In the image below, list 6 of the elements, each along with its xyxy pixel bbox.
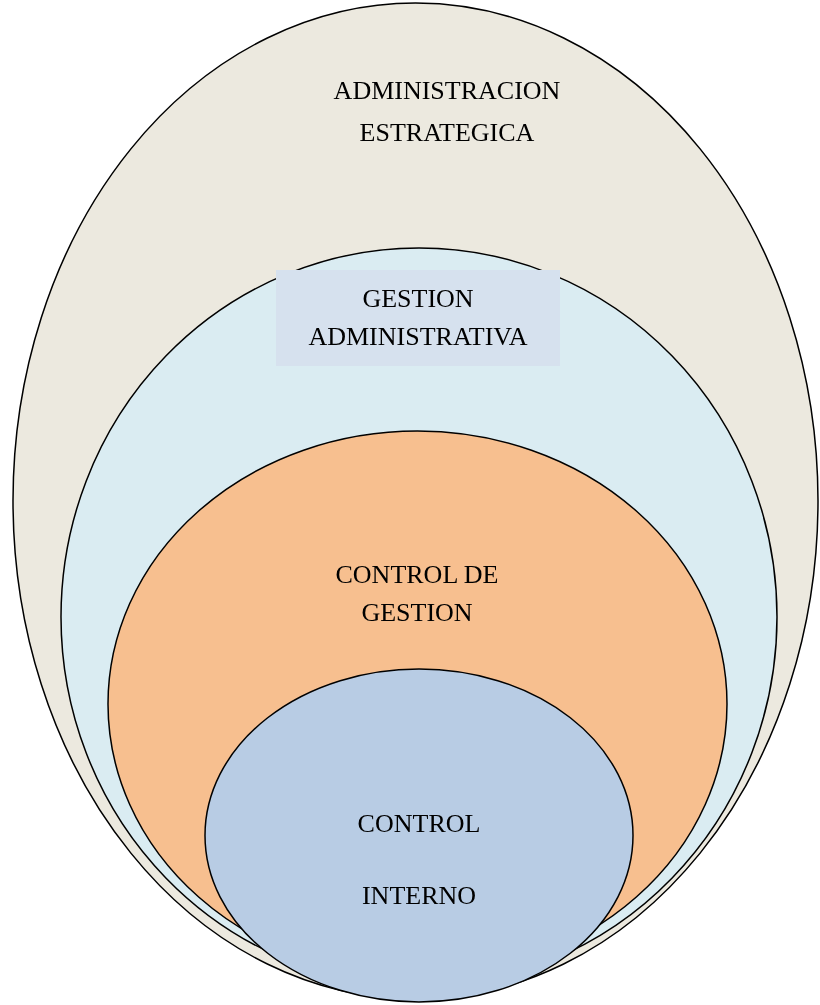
ellipse-label: CONTROL DE GESTION bbox=[334, 559, 500, 629]
nested-ellipse bbox=[204, 668, 634, 1003]
ellipse-label: GESTION ADMINISTRATIVA bbox=[276, 270, 560, 366]
nested-ellipse bbox=[12, 2, 819, 1000]
ellipse-label: CONTROL INTERNO bbox=[356, 808, 482, 912]
ellipse-label: ADMINISTRACION ESTRATEGICA bbox=[332, 75, 562, 149]
